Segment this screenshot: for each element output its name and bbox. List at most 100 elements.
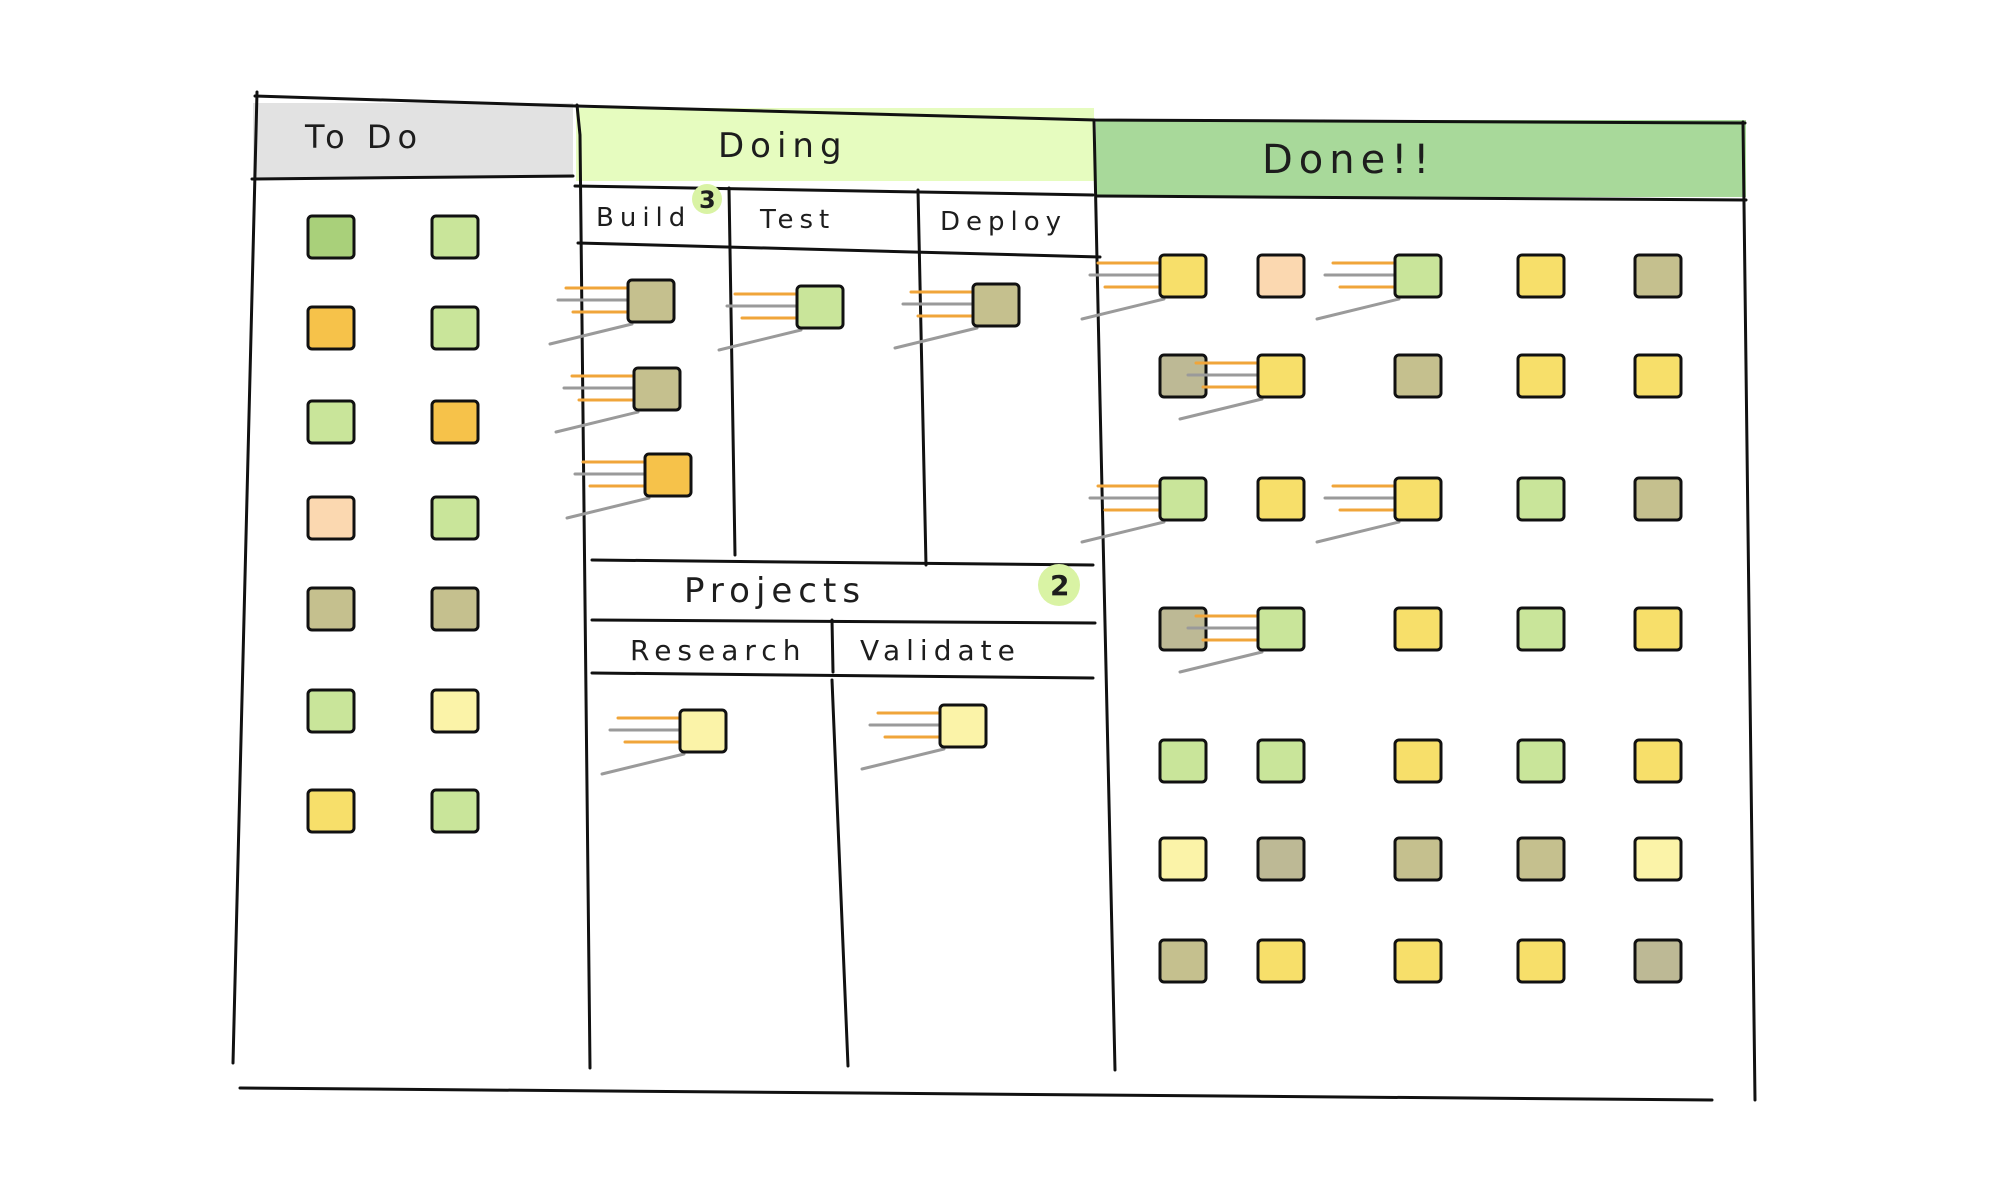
card-body	[632, 366, 682, 412]
done-card[interactable]	[1393, 738, 1443, 784]
done-card[interactable]	[1315, 476, 1443, 544]
card-body	[430, 305, 480, 351]
done-card[interactable]	[1516, 353, 1566, 399]
motion-streak	[1178, 650, 1264, 674]
todo-card[interactable]	[430, 586, 480, 632]
motion-streak	[600, 752, 686, 776]
todo-card[interactable]	[306, 688, 356, 734]
done-card[interactable]	[1256, 253, 1306, 299]
deploy-card[interactable]	[893, 282, 1021, 350]
doing-header-title: Doing	[718, 126, 848, 166]
stage-label-test: Test	[759, 205, 835, 235]
done-card[interactable]	[1393, 836, 1443, 882]
done-card[interactable]	[1516, 606, 1566, 652]
card-body	[1256, 836, 1306, 882]
done-card[interactable]	[1256, 476, 1306, 522]
todo-card[interactable]	[430, 495, 480, 541]
build-card[interactable]	[565, 452, 693, 520]
card-body	[1393, 836, 1443, 882]
done-card[interactable]	[1178, 353, 1306, 421]
cards-layer	[306, 214, 1683, 984]
done-card[interactable]	[1633, 938, 1683, 984]
validate-card[interactable]	[860, 703, 988, 771]
card-body	[1633, 738, 1683, 784]
card-body	[1256, 606, 1306, 652]
done-card[interactable]	[1256, 836, 1306, 882]
done-card[interactable]	[1178, 606, 1306, 674]
done-card[interactable]	[1633, 476, 1683, 522]
done-card[interactable]	[1633, 353, 1683, 399]
done-header-underline	[1095, 194, 1748, 202]
card-body	[1256, 253, 1306, 299]
done-card[interactable]	[1516, 476, 1566, 522]
done-card[interactable]	[1633, 836, 1683, 882]
todo-card[interactable]	[306, 586, 356, 632]
card-body	[1516, 938, 1566, 984]
card-body	[306, 495, 356, 541]
research-card[interactable]	[600, 708, 728, 776]
todo-card[interactable]	[430, 214, 480, 260]
card-body	[430, 214, 480, 260]
done-card[interactable]	[1516, 253, 1566, 299]
done-card[interactable]	[1516, 836, 1566, 882]
todo-card[interactable]	[430, 788, 480, 834]
doing-header-background	[576, 108, 1094, 181]
card-body	[430, 688, 480, 734]
done-card[interactable]	[1393, 938, 1443, 984]
motion-streak	[717, 328, 803, 352]
card-body	[1516, 836, 1566, 882]
test-card[interactable]	[717, 284, 845, 352]
done-card[interactable]	[1256, 738, 1306, 784]
card-body	[430, 399, 480, 445]
motion-streak	[1080, 520, 1166, 544]
todo-card[interactable]	[306, 214, 356, 260]
done-card[interactable]	[1516, 738, 1566, 784]
todo-card[interactable]	[306, 399, 356, 445]
card-body	[430, 586, 480, 632]
card-body	[1393, 476, 1443, 522]
build-card[interactable]	[548, 278, 676, 346]
todo-card[interactable]	[430, 305, 480, 351]
todo-card[interactable]	[306, 305, 356, 351]
done-card[interactable]	[1080, 253, 1208, 321]
test-deploy-divider	[916, 188, 928, 567]
done-card[interactable]	[1080, 476, 1208, 544]
done-card[interactable]	[1158, 938, 1208, 984]
stage-label-research: Research	[630, 634, 806, 667]
doing-header-underline	[573, 184, 1095, 197]
build-wip-badge-bg	[692, 184, 722, 214]
motion-streak	[1080, 297, 1166, 321]
card-body	[678, 708, 728, 754]
done-card[interactable]	[1393, 353, 1443, 399]
todo-card[interactable]	[430, 399, 480, 445]
card-body	[1516, 738, 1566, 784]
done-card[interactable]	[1633, 738, 1683, 784]
todo-card[interactable]	[306, 495, 356, 541]
done-card[interactable]	[1633, 253, 1683, 299]
card-body	[1393, 738, 1443, 784]
card-body	[1516, 353, 1566, 399]
done-card[interactable]	[1256, 938, 1306, 984]
done-card[interactable]	[1633, 606, 1683, 652]
doing-done-divider	[1092, 118, 1117, 1072]
build-card[interactable]	[554, 366, 682, 434]
motion-streak	[565, 496, 651, 520]
card-body	[1158, 938, 1208, 984]
motion-streak	[554, 410, 640, 434]
done-card[interactable]	[1393, 606, 1443, 652]
card-body	[306, 305, 356, 351]
card-body	[1393, 938, 1443, 984]
done-card[interactable]	[1516, 938, 1566, 984]
board-bottom-border	[238, 1086, 1714, 1102]
todo-card[interactable]	[430, 688, 480, 734]
done-card[interactable]	[1158, 738, 1208, 784]
doing-stage-underline	[576, 241, 1102, 259]
done-card[interactable]	[1158, 836, 1208, 882]
todo-card[interactable]	[306, 788, 356, 834]
todo-doing-divider	[575, 103, 592, 1070]
card-body	[1256, 738, 1306, 784]
motion-streak	[1178, 397, 1264, 421]
card-body	[1516, 253, 1566, 299]
done-card[interactable]	[1315, 253, 1443, 321]
